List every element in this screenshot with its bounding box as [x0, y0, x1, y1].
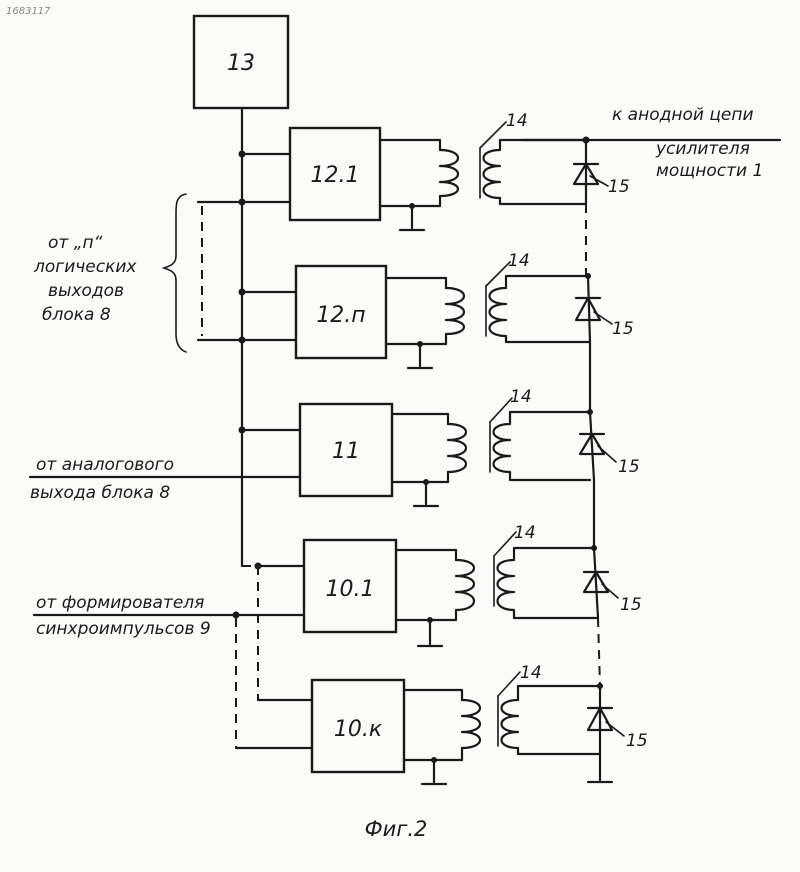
ground-symbol [400, 206, 424, 230]
diode-column-main [588, 276, 598, 618]
column-ground [588, 686, 612, 782]
block-13-label: 13 [227, 51, 255, 76]
block-10-k-label: 10.к [334, 717, 383, 742]
sync-note-line1: от формирователя [36, 593, 204, 613]
logic-inputs-brace [164, 194, 186, 352]
anode-note-line1: к анодной цепи [612, 105, 754, 125]
figure-caption: Фиг.2 [365, 817, 428, 841]
wire-out-top-12-n [386, 278, 446, 288]
junction [233, 612, 240, 619]
secondary-coil [484, 140, 587, 204]
transformer-label: 14 [510, 387, 532, 407]
secondary-coil [502, 686, 601, 754]
primary-coil [462, 700, 480, 748]
junction [427, 617, 433, 623]
wire-out-bot-10-1 [396, 610, 456, 620]
junction [417, 341, 423, 347]
transformer-label: 14 [508, 251, 530, 271]
secondary-coil [494, 412, 591, 480]
diode-column-dashed [598, 618, 600, 686]
wire-out-bot-11 [392, 472, 448, 482]
diode-label: 15 [620, 595, 642, 615]
primary-coil [448, 424, 466, 472]
leader-14 [494, 532, 516, 556]
junction [255, 563, 262, 570]
leader-15 [594, 312, 612, 324]
junction [431, 757, 437, 763]
anode-note-line3: мощности 1 [656, 161, 763, 181]
block-12-1-label: 12.1 [311, 163, 360, 188]
wire-out-bot-12-n [386, 334, 446, 344]
block-11-label: 11 [332, 439, 360, 464]
ground-symbol [414, 482, 438, 506]
diode-label: 15 [618, 457, 640, 477]
analog-note-line2: выхода блока 8 [30, 483, 170, 503]
junction [239, 289, 246, 296]
diode-label: 15 [626, 731, 648, 751]
wire-out-top-10-1 [396, 550, 456, 560]
diode-label: 15 [608, 177, 630, 197]
primary-coil [446, 288, 464, 334]
logic-note-line3: выходов [48, 281, 124, 301]
junction [423, 479, 429, 485]
analog-note-line1: от аналогового [36, 455, 174, 475]
junction [583, 137, 590, 144]
transformer-label: 14 [506, 111, 528, 131]
junction [587, 409, 593, 415]
primary-coil [440, 150, 458, 196]
diode-label: 15 [612, 319, 634, 339]
ground-symbol [408, 344, 432, 368]
transformer-label: 14 [514, 523, 536, 543]
sync-note-line2: синхроимпульсов 9 [36, 619, 211, 639]
junction [239, 427, 246, 434]
transformer-label: 14 [520, 663, 542, 683]
junction [239, 199, 246, 206]
primary-coil [456, 560, 474, 610]
anode-note-line2: усилителя [655, 139, 750, 159]
wire-out-top-12-1 [380, 140, 440, 150]
block-10-1-label: 10.1 [326, 577, 375, 602]
logic-note-line2: логических [33, 257, 137, 277]
leader-14 [490, 398, 512, 422]
ground-symbol [422, 760, 446, 784]
logic-note-line4: блока 8 [42, 305, 111, 325]
wire-out-top-10-k [404, 690, 462, 700]
junction [239, 337, 246, 344]
ground-symbol [418, 620, 442, 646]
junction [597, 683, 603, 689]
junction [591, 545, 597, 551]
leader-14 [498, 672, 520, 696]
header-mark: 1683117 [6, 6, 51, 17]
junction [585, 273, 591, 279]
leader-14 [480, 122, 506, 148]
wire-out-top-11 [392, 414, 448, 424]
junction [409, 203, 415, 209]
secondary-coil [490, 276, 591, 342]
junction [239, 151, 246, 158]
logic-note-line1: от „п“ [48, 233, 103, 253]
secondary-coil [498, 548, 599, 618]
block-12-n-label: 12.п [316, 303, 365, 328]
